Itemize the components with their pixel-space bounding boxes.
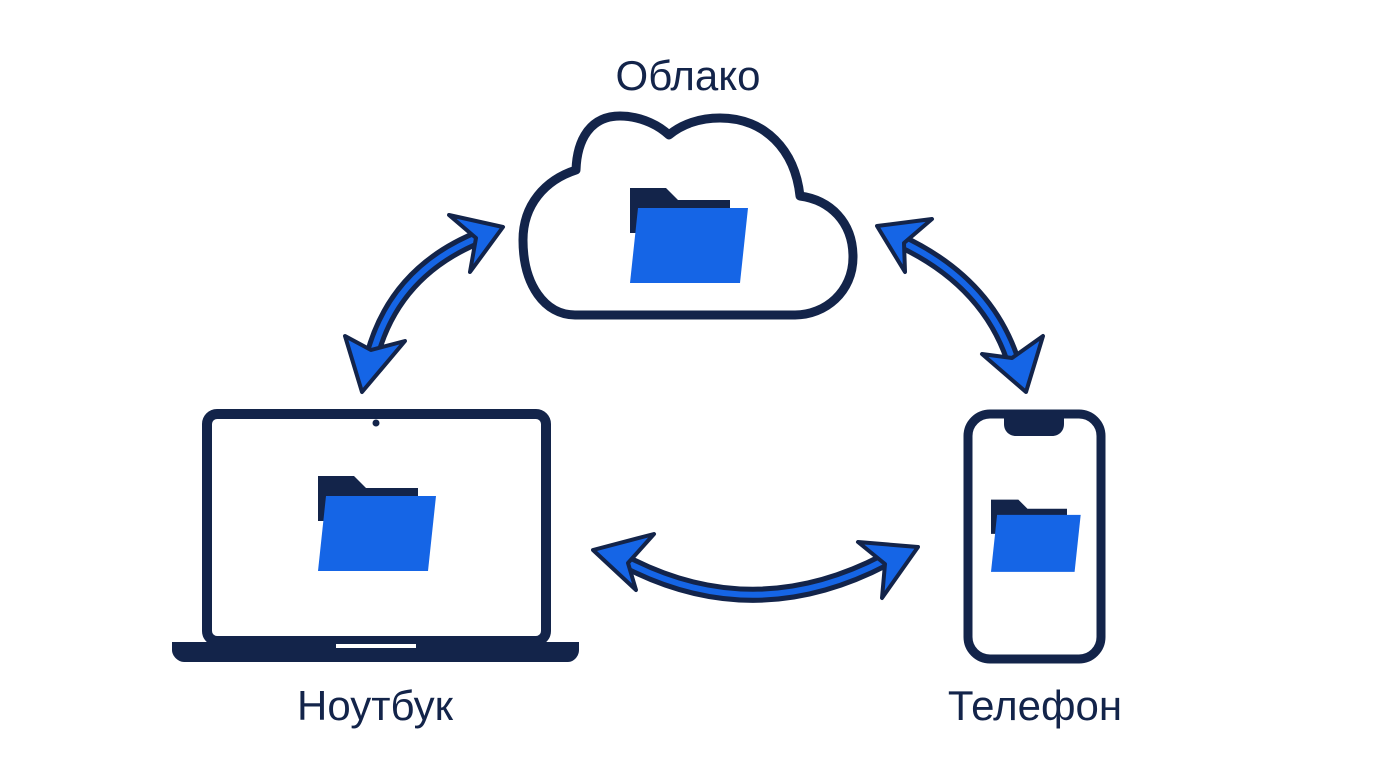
phone-label: Телефон [948, 682, 1122, 729]
cloud-label: Облако [616, 52, 761, 99]
phone-node: Телефон [948, 409, 1122, 729]
sync-arrow-laptop-cloud [343, 213, 505, 394]
cloud-node: Облако [518, 52, 858, 320]
laptop-node: Ноутбук [172, 409, 579, 729]
sync-arrow-laptop-phone [591, 532, 920, 603]
laptop-label: Ноутбук [297, 682, 454, 729]
sync-arrow-cloud-phone [875, 217, 1045, 394]
